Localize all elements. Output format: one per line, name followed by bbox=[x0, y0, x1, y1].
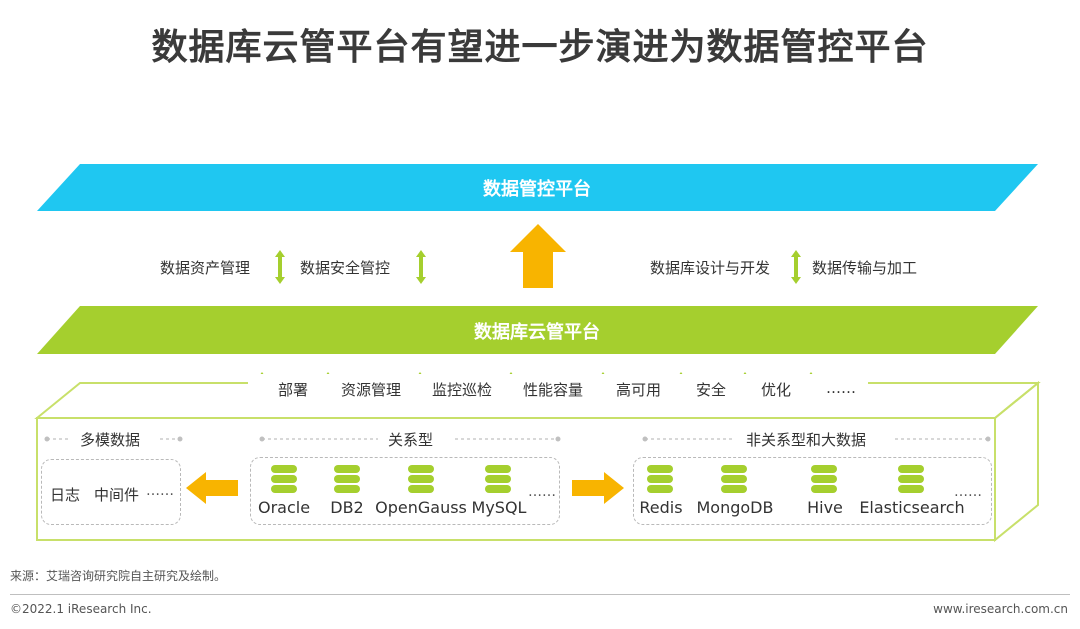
copyright: ©2022.1 iResearch Inc. bbox=[10, 602, 152, 616]
database-icon bbox=[271, 465, 297, 493]
source-note: 来源：艾瑞咨询研究院自主研究及绘制。 bbox=[10, 569, 227, 583]
database-icon bbox=[898, 465, 924, 493]
database-icon bbox=[408, 465, 434, 493]
db-elasticsearch: Elasticsearch bbox=[859, 498, 965, 517]
database-icon bbox=[485, 465, 511, 493]
category-title-multi-model: 多模数据 bbox=[74, 429, 147, 450]
category-dividers bbox=[44, 436, 991, 442]
arrow-to-nonrelational bbox=[572, 472, 624, 504]
top-band-label: 数据管控平台 bbox=[483, 179, 591, 200]
capability-security: 安全 bbox=[696, 381, 727, 399]
db-mongodb: MongoDB bbox=[696, 498, 774, 517]
capability-resource-management: 资源管理 bbox=[341, 381, 402, 399]
feature-data-transfer-processing: 数据传输与加工 bbox=[812, 259, 918, 277]
database-icons bbox=[271, 465, 924, 493]
arrow-to-multimodel bbox=[186, 472, 238, 504]
middle-band-label: 数据库云管平台 bbox=[474, 322, 600, 343]
relational-box bbox=[250, 457, 560, 525]
category-title-non-relational: 非关系型和大数据 bbox=[740, 429, 873, 450]
multi-model-box bbox=[41, 459, 181, 525]
database-icon bbox=[811, 465, 837, 493]
website-link[interactable]: www.iresearch.com.cn bbox=[933, 602, 1068, 616]
non-relational-more: …… bbox=[954, 484, 982, 500]
capability-deploy: 部署 bbox=[278, 381, 309, 399]
capability-high-availability: 高可用 bbox=[616, 381, 662, 399]
non-relational-box bbox=[633, 457, 992, 525]
feature-data-security-control: 数据安全管控 bbox=[300, 259, 391, 277]
relational-more: …… bbox=[528, 484, 556, 500]
db-oracle: Oracle bbox=[257, 498, 311, 517]
db-db2: DB2 bbox=[330, 498, 364, 517]
capability-monitoring: 监控巡检 bbox=[432, 381, 493, 399]
item-multi-model-more: …… bbox=[146, 483, 174, 499]
item-log: 日志 bbox=[50, 486, 81, 504]
item-middleware: 中间件 bbox=[94, 486, 140, 504]
db-mysql: MySQL bbox=[471, 498, 527, 517]
category-title-relational: 关系型 bbox=[382, 429, 440, 450]
database-icon bbox=[647, 465, 673, 493]
top-band-shape bbox=[37, 164, 1038, 211]
db-opengauss: OpenGauss bbox=[375, 498, 467, 517]
upgrade-arrow bbox=[510, 224, 566, 288]
page-title: 数据库云管平台有望进一步演进为数据管控平台 bbox=[151, 27, 929, 68]
feature-db-design-development: 数据库设计与开发 bbox=[650, 259, 771, 277]
foundation-box bbox=[34, 380, 1041, 543]
middle-band-shape bbox=[37, 306, 1038, 354]
db-redis: Redis bbox=[639, 498, 683, 517]
database-icon bbox=[334, 465, 360, 493]
capability-more: …… bbox=[826, 379, 856, 397]
feature-arrows bbox=[275, 250, 801, 284]
capability-optimization: 优化 bbox=[761, 381, 792, 399]
database-icon bbox=[721, 465, 747, 493]
db-hive: Hive bbox=[807, 498, 843, 517]
capability-performance-capacity: 性能容量 bbox=[523, 381, 584, 399]
feature-data-asset-management: 数据资产管理 bbox=[160, 259, 251, 277]
capability-strip bbox=[248, 374, 868, 404]
footer-divider bbox=[10, 594, 1070, 595]
